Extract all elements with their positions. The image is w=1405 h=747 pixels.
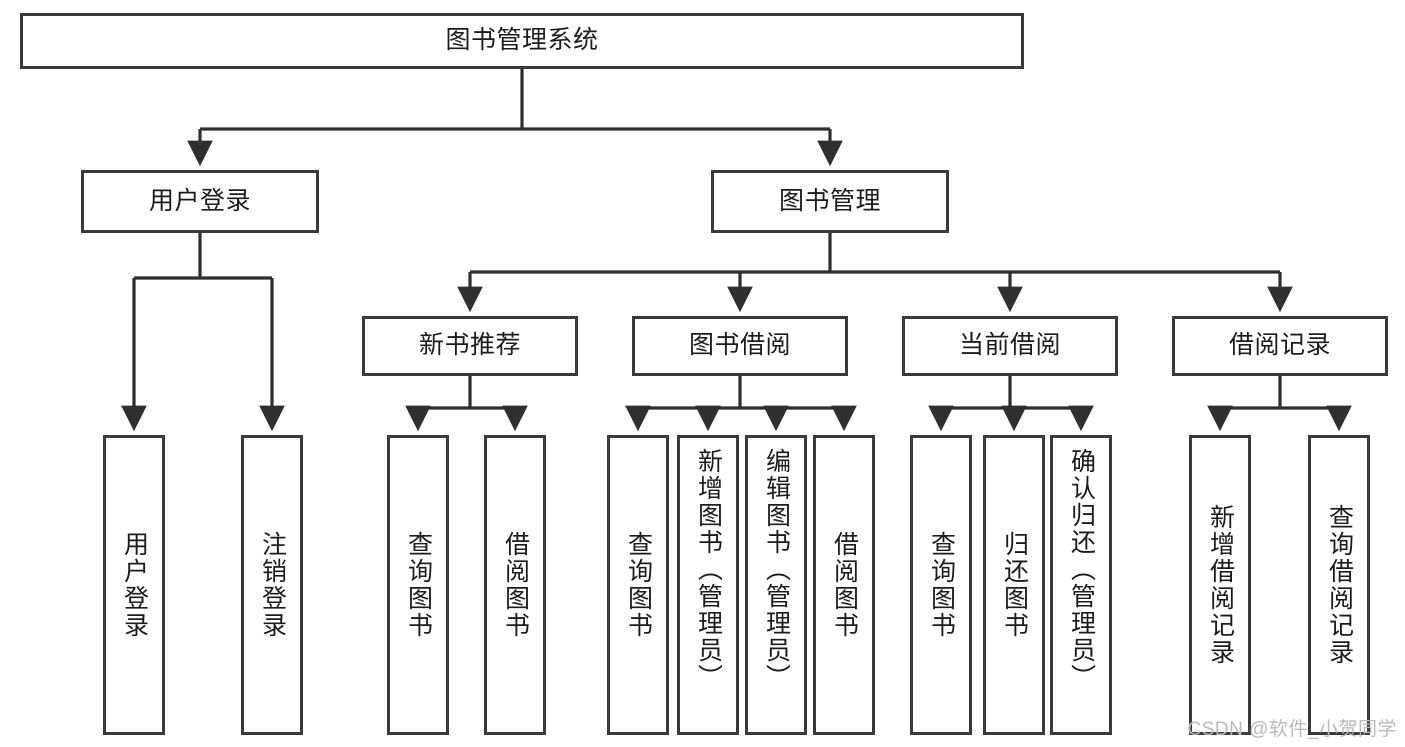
node-book-management-label: 图书管理 — [778, 186, 881, 215]
node-user-login[interactable]: 用户登录 — [81, 170, 319, 233]
node-leaf-user-login[interactable]: 用户登录 — [103, 435, 165, 735]
node-leaf-query-borrow-record[interactable]: 查询借阅记录 — [1308, 435, 1370, 735]
node-leaf-borrow-book-1[interactable]: 借阅图书 — [484, 435, 546, 735]
node-leaf-add-borrow-record-label: 新增借阅记录 — [1206, 504, 1235, 666]
node-leaf-return-book-label: 归还图书 — [1000, 531, 1029, 639]
node-leaf-confirm-return[interactable]: 确认归还（管理员） — [1050, 435, 1112, 735]
node-leaf-borrow-book-2-label: 借阅图书 — [830, 531, 859, 639]
node-borrow-record-label: 借阅记录 — [1228, 331, 1331, 360]
node-new-book-recommend-label: 新书推荐 — [418, 331, 521, 360]
node-leaf-query-book-1-label: 查询图书 — [404, 531, 433, 639]
node-leaf-confirm-return-label: 确认归还（管理员） — [1067, 448, 1096, 691]
node-book-borrow-label: 图书借阅 — [688, 331, 791, 360]
node-leaf-add-borrow-record[interactable]: 新增借阅记录 — [1189, 435, 1251, 735]
node-leaf-user-logout-label: 注销登录 — [258, 531, 287, 639]
node-book-management[interactable]: 图书管理 — [711, 170, 949, 233]
node-leaf-borrow-book-1-label: 借阅图书 — [501, 531, 530, 639]
node-leaf-edit-book[interactable]: 编辑图书（管理员） — [745, 435, 807, 735]
node-book-borrow[interactable]: 图书借阅 — [632, 316, 848, 376]
node-leaf-borrow-book-2[interactable]: 借阅图书 — [813, 435, 875, 735]
node-leaf-query-book-2[interactable]: 查询图书 — [607, 435, 669, 735]
node-leaf-add-book[interactable]: 新增图书（管理员） — [677, 435, 739, 735]
node-new-book-recommend[interactable]: 新书推荐 — [362, 316, 578, 376]
node-leaf-query-book-3[interactable]: 查询图书 — [910, 435, 972, 735]
node-leaf-edit-book-label: 编辑图书（管理员） — [762, 448, 791, 691]
node-leaf-user-logout[interactable]: 注销登录 — [241, 435, 303, 735]
node-root-label: 图书管理系统 — [445, 26, 599, 55]
node-current-borrow[interactable]: 当前借阅 — [902, 316, 1118, 376]
node-borrow-record[interactable]: 借阅记录 — [1172, 316, 1388, 376]
node-leaf-query-borrow-record-label: 查询借阅记录 — [1325, 504, 1354, 666]
node-leaf-add-book-label: 新增图书（管理员） — [694, 448, 723, 691]
node-leaf-return-book[interactable]: 归还图书 — [983, 435, 1045, 735]
node-user-login-label: 用户登录 — [148, 186, 251, 215]
node-leaf-query-book-3-label: 查询图书 — [927, 531, 956, 639]
node-leaf-user-login-label: 用户登录 — [120, 531, 149, 639]
node-current-borrow-label: 当前借阅 — [958, 331, 1061, 360]
csdn-watermark: CSDN @软件_小贺同学 — [1187, 719, 1397, 740]
node-leaf-query-book-1[interactable]: 查询图书 — [387, 435, 449, 735]
node-root[interactable]: 图书管理系统 — [20, 13, 1024, 69]
node-leaf-query-book-2-label: 查询图书 — [624, 531, 653, 639]
